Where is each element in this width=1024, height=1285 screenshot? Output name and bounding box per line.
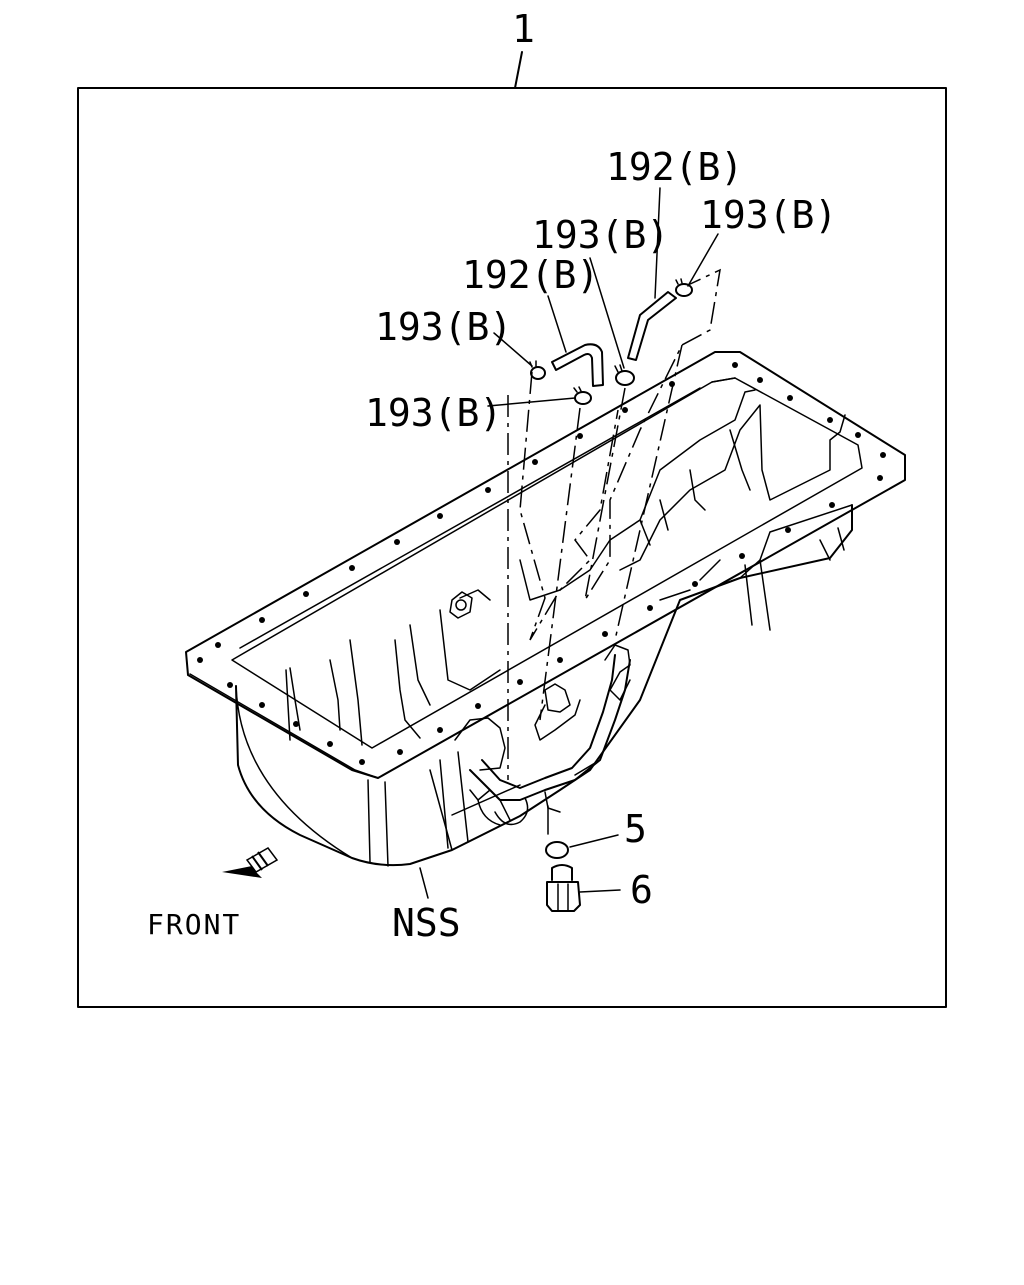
leader-clip-upper-right <box>687 233 719 287</box>
leader-clip-middle <box>589 257 625 369</box>
callout-clip-left-lower: 193(B) <box>365 391 502 435</box>
clip-left-upper <box>529 360 546 380</box>
clip-middle <box>614 364 635 386</box>
hose-upper-right <box>627 291 677 361</box>
leader-hose-left <box>547 295 567 353</box>
oil-pan <box>185 351 906 867</box>
clip-left-lower <box>573 386 592 405</box>
clip-upper-right <box>675 278 693 297</box>
leader-hose-upper-right <box>654 187 661 299</box>
callout-assembly: 1 <box>512 7 535 51</box>
leader-clip-left-upper <box>493 332 533 367</box>
callout-clip-upper-right: 193(B) <box>700 193 837 237</box>
leader-clip-left-lower <box>487 397 576 407</box>
callout-drain-plug: 6 <box>630 868 653 912</box>
drain-plug <box>546 864 581 912</box>
leader-drain-plug <box>579 889 621 893</box>
callout-clip-middle: 193(B) <box>532 213 669 257</box>
front-label: FRONT <box>147 908 241 941</box>
callout-hose-left: 192(B) <box>462 253 599 297</box>
callout-hose-upper-right: 192(B) <box>606 145 743 189</box>
callout-clip-left-upper: 193(B) <box>375 305 512 349</box>
diagram-frame <box>77 87 947 1008</box>
callout-oil-pan: NSS <box>392 901 461 945</box>
arrow-down-left-icon <box>222 847 279 878</box>
leader-assembly <box>514 51 523 89</box>
leader-oil-pan <box>419 867 429 899</box>
leader-gasket <box>569 834 619 848</box>
hose-left <box>551 343 604 387</box>
gasket <box>545 841 569 859</box>
callout-gasket: 5 <box>624 807 647 851</box>
